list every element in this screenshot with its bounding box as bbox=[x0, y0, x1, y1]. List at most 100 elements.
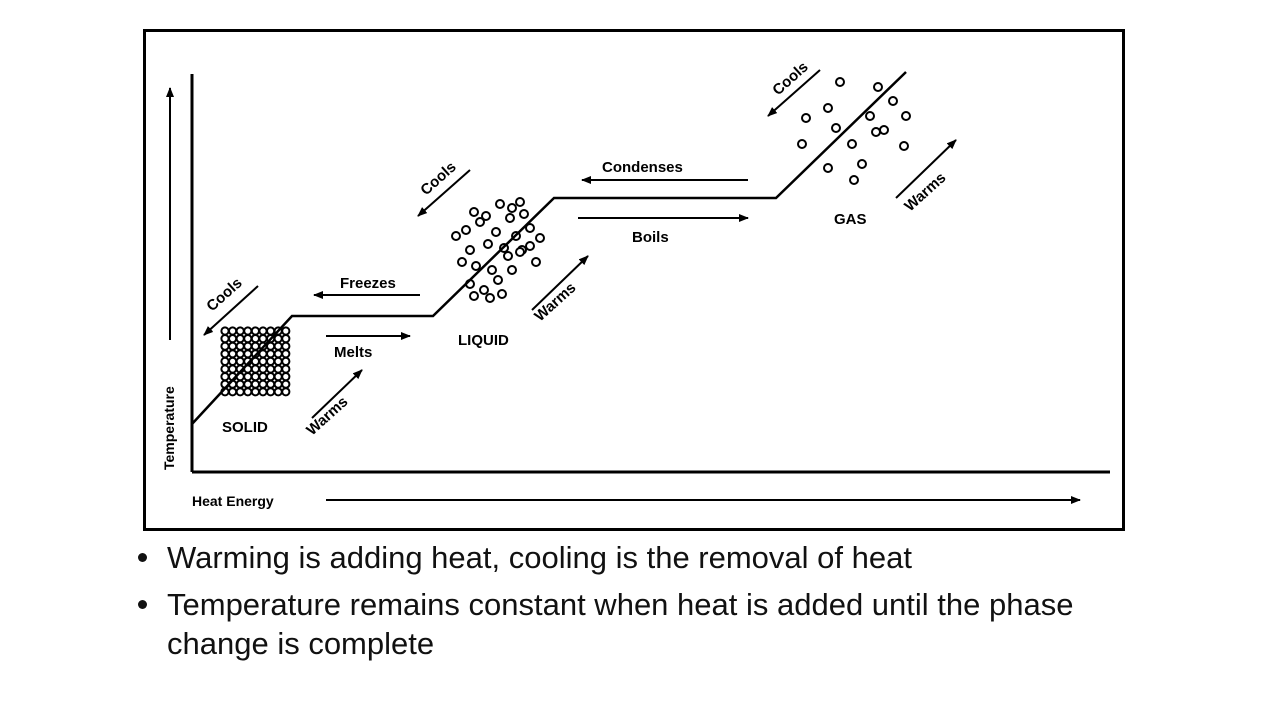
solid-particle bbox=[266, 379, 276, 389]
solid-particle bbox=[243, 387, 253, 397]
solid-particle bbox=[250, 326, 260, 336]
cools-label-solid: Cools bbox=[203, 274, 245, 315]
solid-particle bbox=[266, 372, 276, 382]
liquid-particle bbox=[469, 291, 479, 301]
solid-particle bbox=[235, 379, 245, 389]
solid-particle bbox=[250, 372, 260, 382]
liquid-particle bbox=[481, 211, 491, 221]
solid-particle bbox=[243, 326, 253, 336]
liquid-particle bbox=[531, 257, 541, 267]
gas-particle bbox=[857, 159, 867, 169]
solid-particle bbox=[258, 356, 268, 366]
liquid-particle bbox=[465, 245, 475, 255]
solid-particles bbox=[220, 326, 291, 397]
bullet-dot bbox=[138, 600, 147, 609]
liquid-particle bbox=[485, 293, 495, 303]
gas-particle bbox=[823, 163, 833, 173]
boils-label: Boils bbox=[632, 229, 669, 246]
solid-particle bbox=[220, 334, 230, 344]
liquid-particle bbox=[507, 203, 517, 213]
bullet-list: Warming is adding heat, cooling is the r… bbox=[138, 538, 1178, 671]
liquid-particle bbox=[507, 265, 517, 275]
solid-particle bbox=[220, 326, 230, 336]
solid-particle bbox=[235, 387, 245, 397]
solid-particle bbox=[258, 387, 268, 397]
liquid-particle bbox=[479, 285, 489, 295]
gas-particle bbox=[879, 125, 889, 135]
solid-particle bbox=[273, 364, 283, 374]
warms-arrow-liquid bbox=[531, 255, 589, 311]
gas-particle bbox=[831, 123, 841, 133]
solid-particle bbox=[243, 341, 253, 351]
solid-particle bbox=[258, 334, 268, 344]
solid-particle bbox=[243, 349, 253, 359]
solid-particle bbox=[220, 349, 230, 359]
bullet-item: Warming is adding heat, cooling is the r… bbox=[138, 538, 1178, 577]
solid-particle bbox=[258, 326, 268, 336]
solid-particle bbox=[250, 334, 260, 344]
condenses-label: Condenses bbox=[602, 159, 683, 176]
solid-particle bbox=[266, 341, 276, 351]
solid-particle bbox=[220, 372, 230, 382]
warms-arrow-gas bbox=[895, 139, 957, 199]
solid-particle bbox=[273, 387, 283, 397]
solid-particle bbox=[220, 341, 230, 351]
solid-particle bbox=[228, 349, 238, 359]
solid-particle bbox=[235, 341, 245, 351]
x-axis-label: Heat Energy bbox=[192, 493, 274, 509]
solid-particle bbox=[273, 372, 283, 382]
gas-particle bbox=[888, 96, 898, 106]
solid-particle bbox=[281, 334, 291, 344]
liquid-particle bbox=[491, 227, 501, 237]
solid-particle bbox=[235, 334, 245, 344]
solid-particle bbox=[281, 379, 291, 389]
liquid-particle bbox=[469, 207, 479, 217]
solid-particle bbox=[266, 387, 276, 397]
solid-particle bbox=[266, 326, 276, 336]
solid-particle bbox=[243, 379, 253, 389]
solid-particle bbox=[281, 349, 291, 359]
solid-particle bbox=[228, 341, 238, 351]
solid-particle bbox=[258, 364, 268, 374]
liquid-particle bbox=[515, 197, 525, 207]
gas-particle bbox=[835, 77, 845, 87]
gas-particle bbox=[899, 141, 909, 151]
solid-particle bbox=[281, 341, 291, 351]
solid-particle bbox=[235, 349, 245, 359]
solid-particle bbox=[258, 372, 268, 382]
liquid-particle bbox=[515, 247, 525, 257]
liquid-particle bbox=[457, 257, 467, 267]
cools-arrow-solid bbox=[203, 285, 259, 336]
gas-particle bbox=[847, 139, 857, 149]
liquid-particle bbox=[505, 213, 515, 223]
gas-particle bbox=[801, 113, 811, 123]
liquid-particle bbox=[503, 251, 513, 261]
liquid-particle bbox=[487, 265, 497, 275]
gas-particle bbox=[871, 127, 881, 137]
warms-label-gas: Warms bbox=[901, 169, 949, 215]
liquid-particle bbox=[525, 223, 535, 233]
state-label-liquid: LIQUID bbox=[458, 332, 509, 349]
solid-particle bbox=[258, 379, 268, 389]
solid-particle bbox=[243, 372, 253, 382]
gas-particle bbox=[797, 139, 807, 149]
solid-particle bbox=[220, 356, 230, 366]
bullet-text: Warming is adding heat, cooling is the r… bbox=[167, 540, 912, 575]
warms-arrow-solid bbox=[311, 369, 363, 419]
cools-label-gas: Cools bbox=[769, 58, 811, 99]
warms-label-solid: Warms bbox=[303, 393, 351, 439]
liquid-particle bbox=[525, 241, 535, 251]
solid-particle bbox=[235, 356, 245, 366]
liquid-particle bbox=[497, 289, 507, 299]
solid-particle bbox=[228, 356, 238, 366]
state-label-gas: GAS bbox=[834, 211, 867, 228]
solid-particle bbox=[250, 379, 260, 389]
solid-particle bbox=[281, 387, 291, 397]
liquid-particle bbox=[519, 209, 529, 219]
liquid-particle bbox=[493, 275, 503, 285]
solid-particle bbox=[273, 349, 283, 359]
solid-particle bbox=[228, 326, 238, 336]
gas-particle bbox=[873, 82, 883, 92]
gas-particle bbox=[865, 111, 875, 121]
bullet-item: Temperature remains constant when heat i… bbox=[138, 585, 1178, 663]
